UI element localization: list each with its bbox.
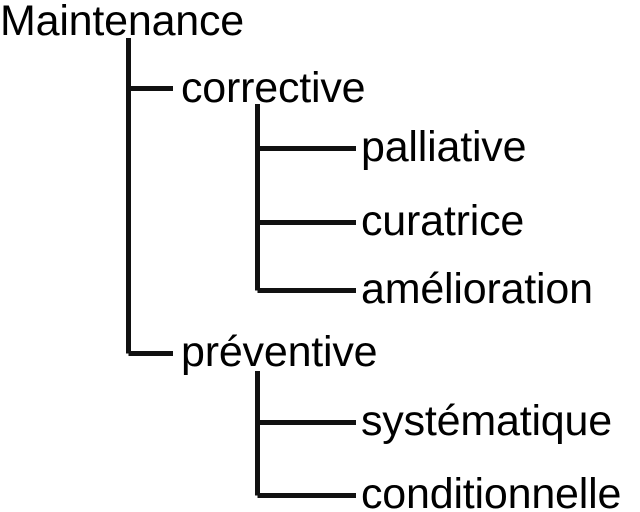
node-conditionnelle: conditionnelle [361,470,622,512]
node-palliative: palliative [361,123,527,171]
node-amelioration: amélioration [361,265,593,313]
node-curatrice: curatrice [361,197,525,245]
node-systematique: systématique [361,397,612,445]
node-preventive: préventive [181,328,378,376]
node-root-maintenance: Maintenance [0,0,245,45]
node-corrective: corrective [181,64,366,112]
